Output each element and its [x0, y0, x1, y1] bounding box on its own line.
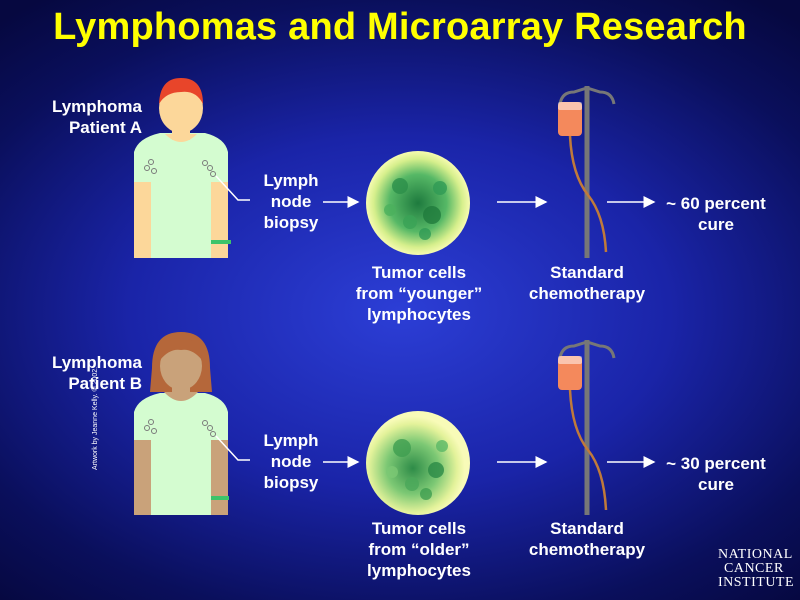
- patient-a-label: Lymphoma Patient A: [0, 96, 142, 138]
- iv-drip-b: [558, 340, 616, 515]
- tumor-a-label: Tumor cells from “younger” lymphocytes: [334, 262, 504, 325]
- nci-logo-line2: CANCER: [724, 561, 784, 576]
- outcome-a-line2: cure: [698, 215, 734, 234]
- patient-a-line1: Lymphoma: [51, 97, 142, 116]
- iv-drip-a: [558, 86, 616, 258]
- nci-logo-line1: NATIONAL: [718, 547, 793, 562]
- outcome-a-label: ~ 60 percent cure: [646, 193, 786, 235]
- biopsy-a-line3: biopsy: [263, 213, 319, 232]
- biopsy-b-line2: node: [270, 452, 312, 471]
- nci-logo-line3: INSTITUTE: [718, 575, 795, 590]
- patient-a-line2: Patient A: [68, 118, 142, 137]
- biopsy-a-line1: Lymph: [263, 171, 319, 190]
- biopsy-b-line3: biopsy: [263, 473, 319, 492]
- tumor-b-label: Tumor cells from “older” lymphocytes: [334, 518, 504, 581]
- biopsy-a-line2: node: [270, 192, 312, 211]
- patient-a-figure: [134, 78, 250, 258]
- tumor-cells-a: [366, 151, 470, 255]
- tumor-b-line3: lymphocytes: [367, 561, 471, 580]
- biopsy-a-label: Lymph node biopsy: [252, 170, 330, 233]
- chemo-b-line1: Standard: [550, 519, 624, 538]
- outcome-b-line2: cure: [698, 475, 734, 494]
- artwork-credit: Artwork by Jeanne Kelly. © 2002.: [92, 366, 99, 470]
- biopsy-b-line1: Lymph: [263, 431, 319, 450]
- tumor-a-line3: lymphocytes: [367, 305, 471, 324]
- tumor-a-line1: Tumor cells: [371, 263, 467, 282]
- outcome-b-line1: ~ 30 percent: [666, 454, 766, 473]
- patient-b-label: Lymphoma Patient B: [0, 352, 142, 394]
- outcome-a-line1: ~ 60 percent: [666, 194, 766, 213]
- tumor-b-line2: from “older”: [368, 540, 470, 559]
- slide-title: Lymphomas and Microarray Research: [53, 6, 747, 48]
- chemo-b-line2: chemotherapy: [528, 540, 646, 559]
- biopsy-b-label: Lymph node biopsy: [252, 430, 330, 493]
- chemo-a-line1: Standard: [550, 263, 624, 282]
- tumor-b-line1: Tumor cells: [371, 519, 467, 538]
- chemo-a-label: Standard chemotherapy: [512, 262, 662, 304]
- patient-b-figure: [134, 332, 250, 515]
- patient-b-line2: Patient B: [68, 374, 142, 393]
- chemo-a-line2: chemotherapy: [528, 284, 646, 303]
- nci-logo: NATIONAL CANCER INSTITUTE: [718, 548, 798, 590]
- patient-b-line1: Lymphoma: [51, 353, 142, 372]
- chemo-b-label: Standard chemotherapy: [512, 518, 662, 560]
- outcome-b-label: ~ 30 percent cure: [646, 453, 786, 495]
- tumor-a-line2: from “younger”: [355, 284, 483, 303]
- tumor-cells-b: [366, 411, 470, 515]
